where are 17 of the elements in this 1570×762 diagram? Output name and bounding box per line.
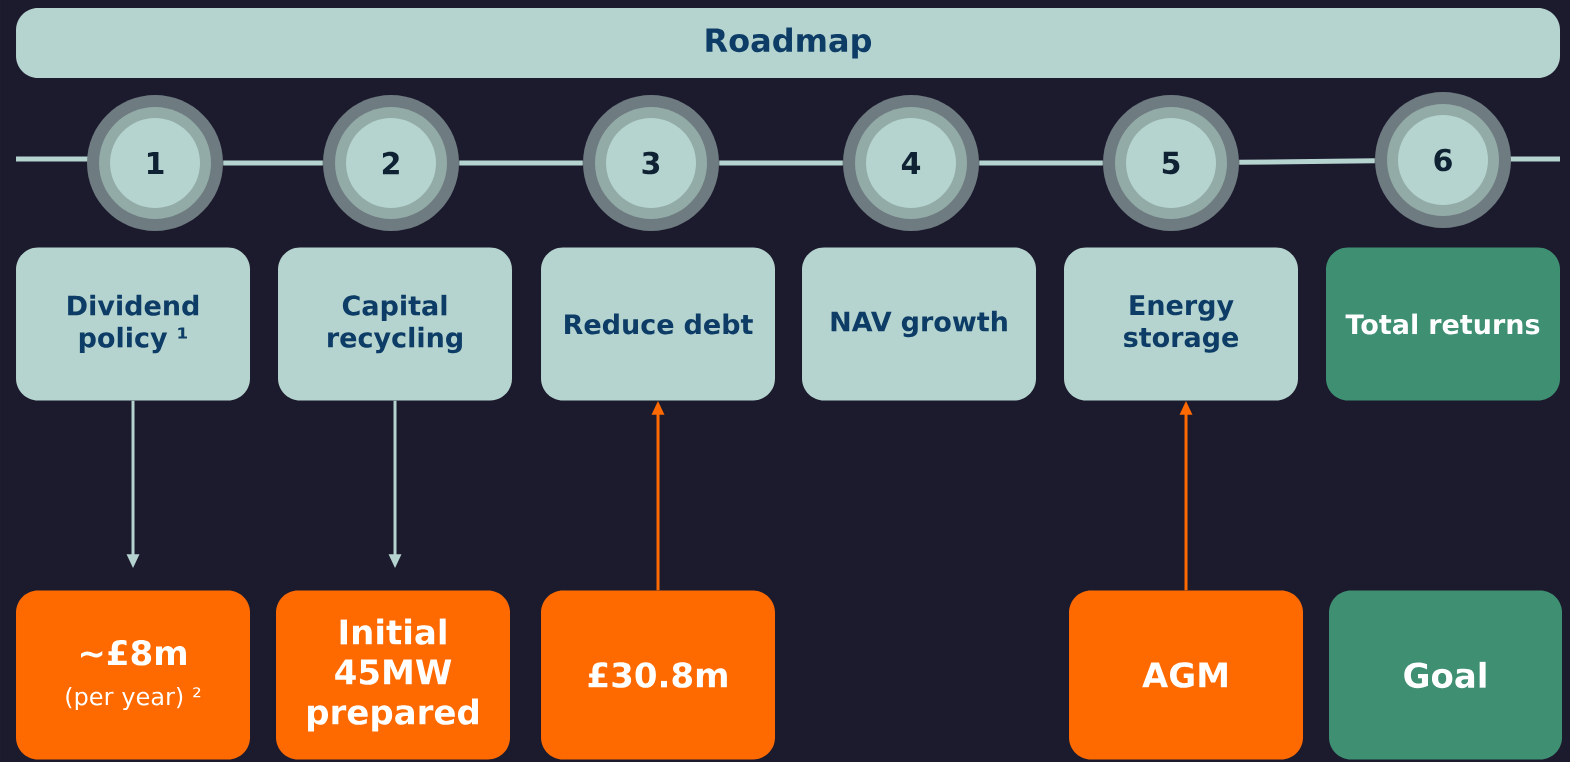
- title-banner: Roadmap: [16, 8, 1560, 78]
- timeline-line: [1239, 158, 1375, 165]
- step-box: Capital recycling: [278, 247, 512, 401]
- step-box: Energy storage: [1064, 247, 1298, 401]
- result-box: ~£8m (per year) ²: [16, 590, 250, 760]
- result-box: £30.8m: [541, 590, 775, 760]
- goal-box: Goal: [1329, 590, 1562, 760]
- step-box: Reduce debt: [541, 247, 775, 401]
- timeline-line: [979, 160, 1103, 166]
- goal-box: Total returns: [1326, 247, 1560, 401]
- step-box: Dividend policy ¹: [16, 247, 250, 401]
- timeline-line: [223, 160, 323, 166]
- result-box: Initial 45MW prepared: [276, 590, 510, 760]
- timeline-line: [719, 160, 843, 166]
- timeline-line: [459, 160, 583, 166]
- result-box: AGM: [1069, 590, 1303, 760]
- step-box: NAV growth: [802, 247, 1036, 401]
